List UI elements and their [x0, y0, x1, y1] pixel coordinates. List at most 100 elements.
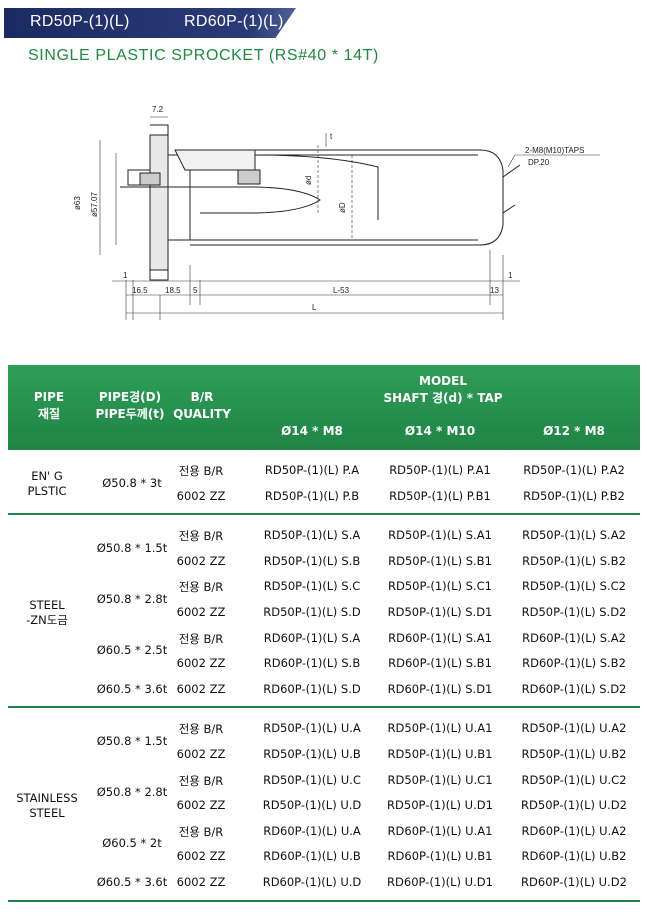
dim-t: t	[330, 132, 333, 141]
model-code: RD50P-(1)(L) S.A2	[522, 528, 626, 543]
model-code: RD60P-(1)(L) U.A	[263, 823, 361, 838]
bearing-quality: 전용 B/R	[178, 580, 224, 595]
header-br: B/R	[190, 390, 214, 404]
model-code: RD50P-(1)(L) U.B1	[387, 747, 493, 761]
bearing-quality: 6002 ZZ	[176, 656, 226, 671]
model-table: PIPE 재질 PIPE경(D) PIPE두께(t) B/R QUALITY M…	[8, 365, 640, 902]
model-code: RD50P-(1)(L) U.C2	[521, 772, 627, 787]
dimension-lines	[99, 116, 600, 320]
tap-note-2: DP.20	[528, 158, 550, 167]
pipe-size: Ø60.5 * 3.6t	[96, 681, 168, 696]
header-quality: QUALITY	[173, 407, 231, 421]
pipe-size: Ø50.8 * 3t	[102, 475, 162, 490]
material-line: PLSTIC	[27, 483, 67, 498]
model-code: RD50P-(1)(L) P.A2	[523, 463, 625, 477]
model-code: RD50P-(1)(L) S.D2	[521, 605, 627, 619]
tap-note-1: 2-M8(M10)TAPS	[525, 146, 584, 155]
model-code: RD50P-(1)(L) S.C1	[388, 579, 492, 594]
material-line: -ZN도금	[26, 612, 68, 627]
model-code: RD50P-(1)(L) S.D	[263, 605, 361, 619]
model-code: RD50P-(1)(L) U.C1	[387, 772, 493, 787]
model-code: RD60P-(1)(L) U.B	[263, 849, 361, 864]
model-code: RD50P-(1)(L) P.B	[264, 488, 360, 503]
model-code: RD60P-(1)(L) U.A1	[387, 823, 493, 838]
dim-phi-d: ød	[304, 176, 313, 185]
model-code: RD50P-(1)(L) S.B	[263, 553, 361, 568]
model-code: RD50P-(1)(L) S.C2	[522, 579, 626, 594]
model-code: RD60P-(1)(L) S.A	[263, 630, 361, 645]
header-pipe-diameter: PIPE경(D)	[98, 390, 162, 404]
dim-7-2: 7.2	[152, 105, 164, 114]
model-code: RD60P-(1)(L) U.D	[262, 875, 362, 889]
model-code: RD60P-(1)(L) U.D2	[521, 875, 627, 889]
header-shaft-tap: SHAFT 경(d) * TAP	[383, 391, 503, 405]
dim-phi-D: øD	[338, 202, 347, 213]
dim-16-5: 16.5	[132, 286, 148, 295]
model-code: RD50P-(1)(L) U.A	[263, 721, 361, 736]
model-code: RD60P-(1)(L) S.B1	[388, 656, 492, 671]
bearing-quality: 6002 ZZ	[176, 605, 226, 619]
bearing-quality: 6002 ZZ	[176, 849, 226, 864]
model-code: RD50P-(1)(L) P.A1	[389, 463, 491, 477]
table-header: PIPE 재질 PIPE경(D) PIPE두께(t) B/R QUALITY M…	[8, 365, 640, 450]
technical-drawing: 7.2 t ø63 ø57.07 ød øD 2-M8(M10)TAPS DP.…	[73, 105, 600, 320]
pipe-size: Ø50.8 * 2.8t	[96, 592, 168, 606]
bearing-quality: 6002 ZZ	[176, 681, 226, 696]
bearing-quality: 6002 ZZ	[176, 488, 226, 503]
material-line: STEEL	[29, 806, 65, 820]
dim-l: L	[312, 303, 317, 312]
model-code: RD50P-(1)(L) U.D	[262, 798, 362, 813]
model-code: RD50P-(1)(L) U.D1	[387, 798, 493, 813]
header-shaft-1: Ø14 * M8	[281, 424, 343, 438]
model-code: RD50P-(1)(L) P.B2	[523, 488, 625, 503]
bearing-quality: 6002 ZZ	[176, 875, 226, 889]
model-code: RD50P-(1)(L) S.C	[263, 579, 361, 594]
model-code: RD50P-(1)(L) U.B	[263, 747, 361, 761]
dim-13: 13	[490, 286, 499, 295]
model-code: RD60P-(1)(L) S.B	[263, 656, 361, 671]
model-code: RD60P-(1)(L) S.D	[263, 681, 361, 696]
model-code: RD50P-(1)(L) U.D2	[521, 798, 627, 813]
model-title-b: RD60P-(1)(L)	[184, 13, 284, 30]
model-code: RD60P-(1)(L) S.D1	[387, 681, 493, 696]
dim-l-53: L-53	[333, 286, 350, 295]
group-divider	[8, 513, 640, 516]
header-model: MODEL	[419, 374, 467, 388]
material-line: STAINLESS	[16, 791, 78, 805]
model-title-a: RD50P-(1)(L)	[30, 13, 130, 30]
material-label: STEEL-ZN도금	[8, 598, 86, 628]
model-code: RD50P-(1)(L) S.A1	[388, 528, 492, 543]
dim-phi-63: ø63	[73, 196, 82, 210]
material-line: EN' G	[31, 468, 63, 483]
dim-phi-57: ø57.07	[90, 192, 99, 217]
dim-right-1: 1	[508, 271, 513, 280]
group-divider	[8, 706, 640, 709]
model-code: RD50P-(1)(L) S.A	[263, 528, 361, 543]
bearing-quality: 전용 B/R	[178, 824, 224, 839]
pipe-size: Ø60.5 * 2.5t	[96, 643, 168, 658]
header-pipe-thickness: PIPE두께(t)	[95, 407, 165, 421]
pipe-size: Ø60.5 * 3.6t	[96, 874, 168, 889]
bearing-quality: 6002 ZZ	[176, 553, 226, 568]
bearing-quality: 6002 ZZ	[176, 747, 226, 761]
title-banner: RD50P-(1)(L) RD60P-(1)(L)	[4, 8, 296, 38]
group-divider	[8, 899, 640, 902]
model-code: RD50P-(1)(L) U.A2	[521, 721, 627, 736]
bearing-quality: 전용 B/R	[178, 631, 224, 646]
model-code: RD50P-(1)(L) P.B1	[389, 488, 491, 503]
model-code: RD50P-(1)(L) U.A1	[387, 721, 493, 736]
header-shaft-3: Ø12 * M8	[543, 424, 605, 438]
bearing-quality: 전용 B/R	[178, 464, 224, 478]
header-shaft-2: Ø14 * M10	[404, 424, 476, 438]
header-pipe: PIPE	[33, 390, 65, 404]
pipe-size: Ø60.5 * 2t	[102, 836, 162, 851]
dim-5: 5	[193, 286, 198, 295]
model-code: RD60P-(1)(L) U.D1	[387, 875, 493, 889]
model-code: RD50P-(1)(L) U.B2	[521, 747, 627, 761]
model-code: RD60P-(1)(L) S.D2	[521, 681, 627, 696]
page-subtitle: SINGLE PLASTIC SPROCKET (RS#40 * 14T)	[28, 47, 379, 64]
model-code: RD60P-(1)(L) S.B2	[522, 656, 626, 671]
pipe-size: Ø50.8 * 2.8t	[96, 785, 168, 800]
material-line: STEEL	[29, 597, 65, 612]
